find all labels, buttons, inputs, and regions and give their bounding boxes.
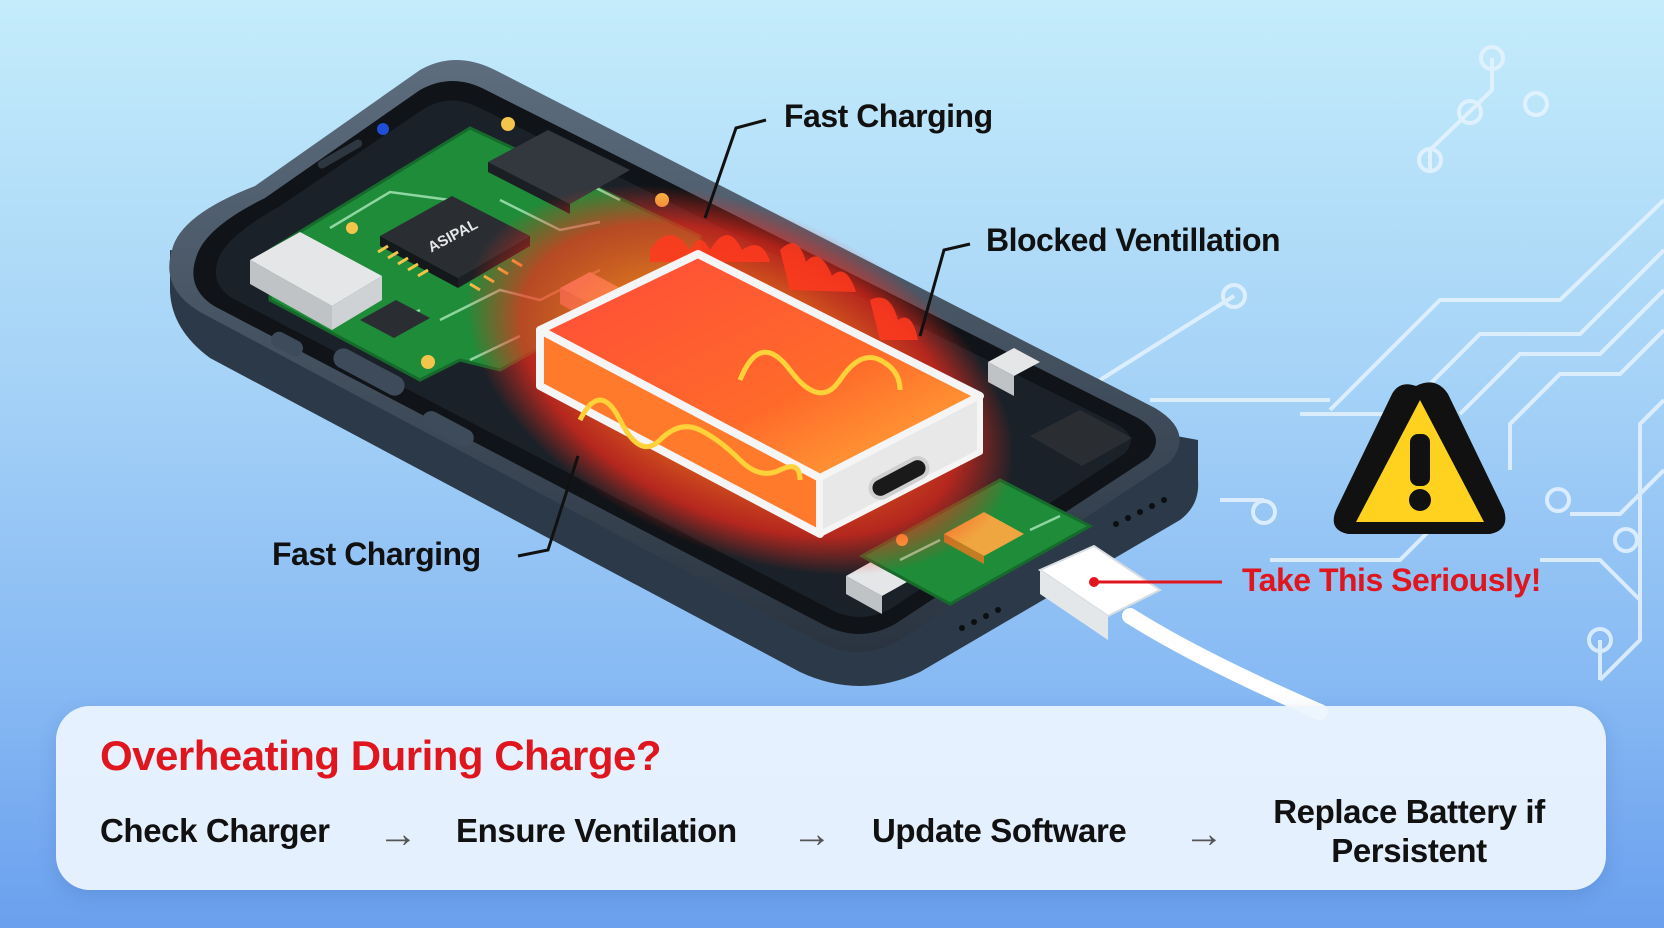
arrow-right-icon: → <box>792 812 832 856</box>
speaker-grille <box>959 497 1167 631</box>
overheating-battery <box>536 250 984 538</box>
step-update-software: Update Software <box>872 812 1127 849</box>
arrow-right-icon: → <box>378 812 418 856</box>
take-this-seriously-label: Take This Seriously! <box>1242 562 1541 598</box>
callout-leaders <box>517 118 971 558</box>
step-check-charger: Check Charger <box>100 812 330 849</box>
fast-charging-label-left: Fast Charging <box>272 536 481 572</box>
flame-icon <box>650 235 918 340</box>
panel-title: Overheating During Charge? <box>100 732 662 779</box>
warning-triangle-icon <box>1333 382 1506 534</box>
step-ensure-ventilation: Ensure Ventilation <box>456 812 737 849</box>
warning-leader <box>1089 577 1222 587</box>
fast-charging-label-top: Fast Charging <box>784 98 993 134</box>
arrow-right-icon: → <box>1184 812 1224 856</box>
step-replace-battery: Replace Battery if Persistent <box>1273 793 1545 869</box>
info-panel: Overheating During Charge? Check Charger… <box>56 706 1606 890</box>
circuit-traces <box>1098 45 1664 682</box>
blocked-ventilation-label: Blocked Ventillation <box>986 222 1281 258</box>
